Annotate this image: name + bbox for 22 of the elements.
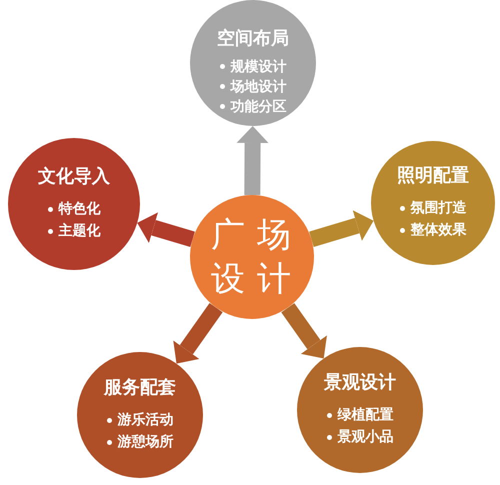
arrow (309, 210, 374, 247)
arrow (173, 302, 223, 364)
bullet-item: 氛围打造 (410, 199, 466, 217)
bullet-item: 游乐活动 (118, 411, 174, 429)
bullet-item: 功能分区 (230, 98, 286, 116)
bullet-item: 场地设计 (230, 78, 286, 96)
bullet-item: 绿植配置 (338, 406, 394, 424)
bullet-item: 主题化 (58, 222, 100, 240)
circle-heading: 服务配套 (104, 377, 176, 399)
circle-heading: 空间布局 (217, 28, 289, 50)
arrow (281, 303, 327, 358)
arrow (236, 126, 269, 196)
bullet-item: 规模设计 (230, 58, 286, 76)
arrow (137, 212, 195, 247)
circle-heading: 景观设计 (324, 372, 396, 394)
bullet-item: 游憩场所 (118, 433, 174, 451)
circle-heading: 文化导入 (38, 166, 110, 188)
bullet-item: 景观小品 (338, 428, 394, 446)
hub-title: 广场设计 (210, 214, 304, 301)
bullet-item: 特色化 (58, 200, 100, 218)
bullet-item: 整体效果 (410, 221, 466, 239)
circle-heading: 照明配置 (397, 165, 469, 187)
